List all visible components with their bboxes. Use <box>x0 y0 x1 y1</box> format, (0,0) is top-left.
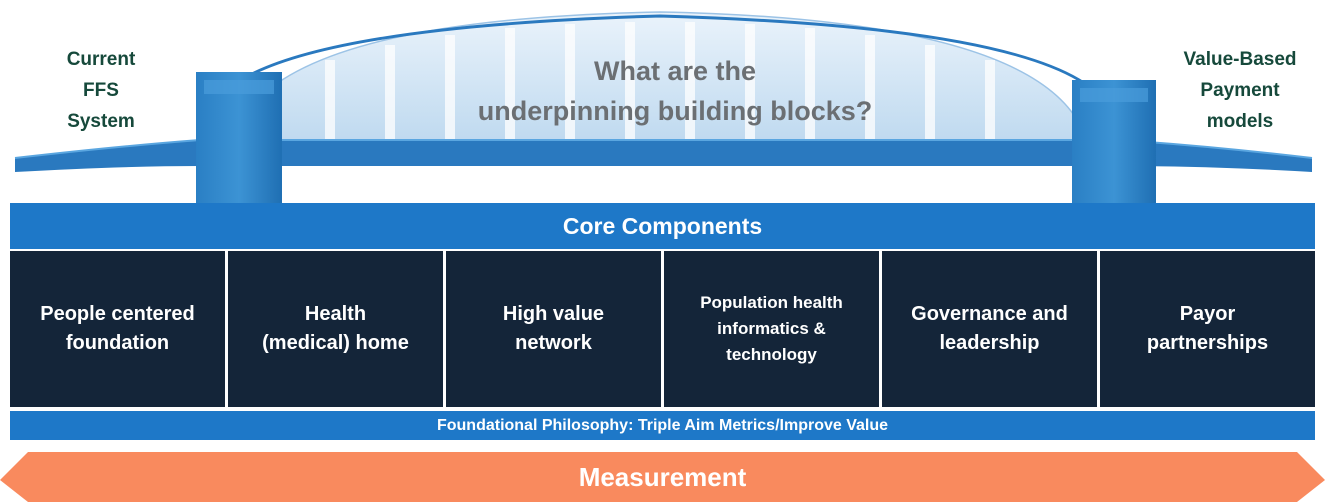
core-components-row: People centered foundation Health (medic… <box>10 251 1315 407</box>
left-pillar <box>196 72 282 205</box>
building-blocks-question: What are the underpinning building block… <box>477 56 873 126</box>
measurement-label: Measurement <box>578 461 747 492</box>
component-governance: Governance and leadership <box>882 251 1097 407</box>
measurement-arrow <box>0 452 1325 502</box>
component-health-home: Health (medical) home <box>228 251 443 407</box>
core-components-header: Core Components <box>10 203 1315 249</box>
value-based-payment-label: Value-Based Payment models <box>1183 49 1297 132</box>
bridge-deck <box>15 140 1312 172</box>
component-population-health: Population health informatics & technolo… <box>664 251 879 407</box>
bridge-illustration <box>14 11 1313 205</box>
component-people-centered: People centered foundation <box>10 251 225 407</box>
component-payor-partnerships: Payor partnerships <box>1100 251 1315 407</box>
foundational-philosophy-bar: Foundational Philosophy: Triple Aim Metr… <box>10 411 1315 440</box>
current-ffs-system-label: Current FFS System <box>66 49 136 132</box>
component-high-value-network: High value network <box>446 251 661 407</box>
